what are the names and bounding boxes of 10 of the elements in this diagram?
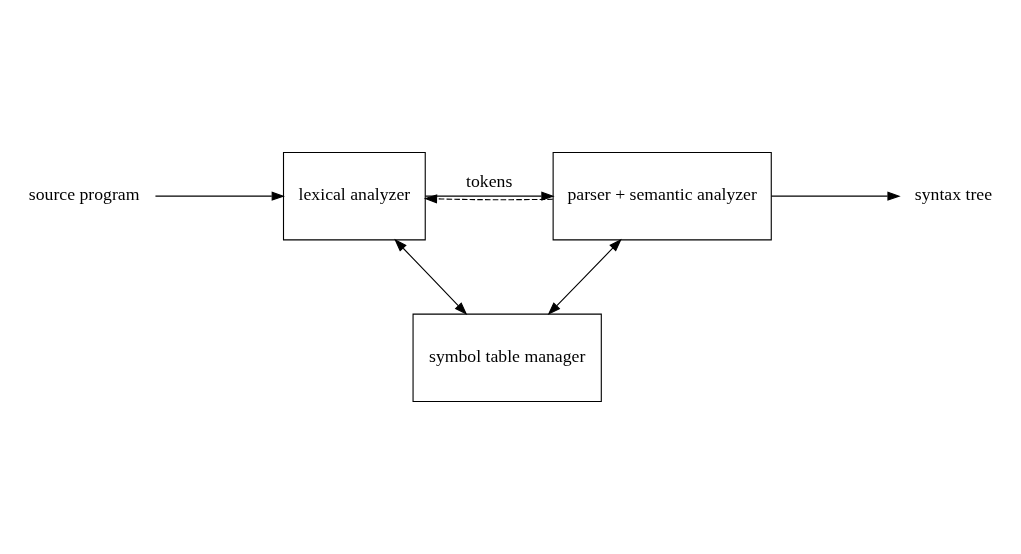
node-box: parser + semantic analyzer [552,151,772,241]
arrow [770,191,901,201]
node-text: syntax tree [914,184,993,205]
arrow [547,238,622,316]
node-box: lexical analyzer [282,151,426,241]
node-box: symbol table manager [412,313,602,403]
edge-label: tokens [466,171,513,192]
arrow [394,238,468,316]
node-text: source program [28,184,140,205]
arrow [154,191,285,201]
